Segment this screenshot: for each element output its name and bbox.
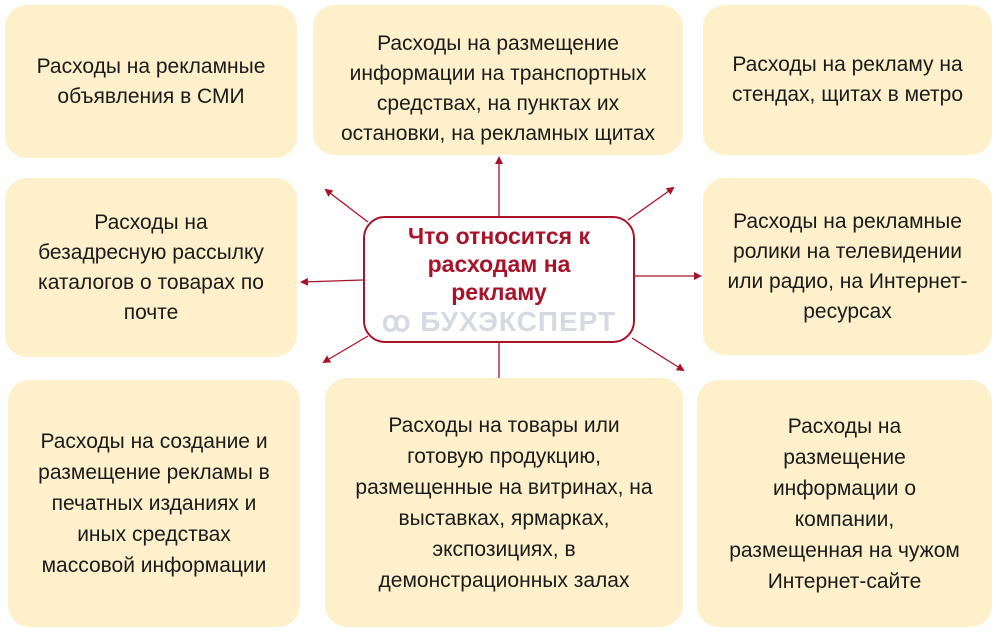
item-box: Расходы на товары или готовую продукцию,…: [325, 378, 683, 627]
item-text: Расходы на товары или готовую продукцию,…: [355, 413, 653, 592]
item-box: Расходы на создание и размещение рекламы…: [8, 380, 300, 627]
arrow-lower-left: [322, 335, 369, 364]
item-box: Расходы на безадресную рассылку каталого…: [5, 178, 297, 357]
watermark: ꝏ БУХЭКСПЕРТ: [381, 305, 617, 337]
item-box: Расходы на рекламные объявления в СМИ: [5, 5, 297, 158]
item-text: Расходы на рекламные объявления в СМИ: [36, 54, 266, 108]
item-text: Расходы на рекламу на стендах, щитах в м…: [731, 53, 964, 106]
item-text: Расходы на создание и размещение рекламы…: [38, 430, 270, 577]
item-text: Расходы на безадресную рассылку каталого…: [38, 210, 264, 324]
arrow-lower-right: [631, 337, 685, 372]
item-box: Расходы на рекламные ролики на телевиден…: [703, 178, 992, 355]
item-text: Расходы на рекламные ролики на телевиден…: [727, 209, 968, 323]
arrow-upper-right: [627, 186, 675, 221]
item-box: Расходы на рекламу на стендах, щитах в м…: [703, 5, 992, 155]
item-box: Расходы на размещение информации о компа…: [697, 380, 992, 627]
item-text: Расходы на размещение информации о компа…: [729, 414, 960, 593]
central-topic: Что относится к расходам на рекламу ꝏ БУ…: [363, 216, 635, 343]
arrow-left: [300, 277, 364, 286]
arrow-upper-left: [324, 188, 369, 223]
item-box: Расходы на размещение информации на тран…: [313, 5, 683, 155]
item-text: Расходы на размещение информации на тран…: [340, 32, 656, 145]
central-topic-text: Что относится к расходам на рекламу: [408, 222, 590, 305]
